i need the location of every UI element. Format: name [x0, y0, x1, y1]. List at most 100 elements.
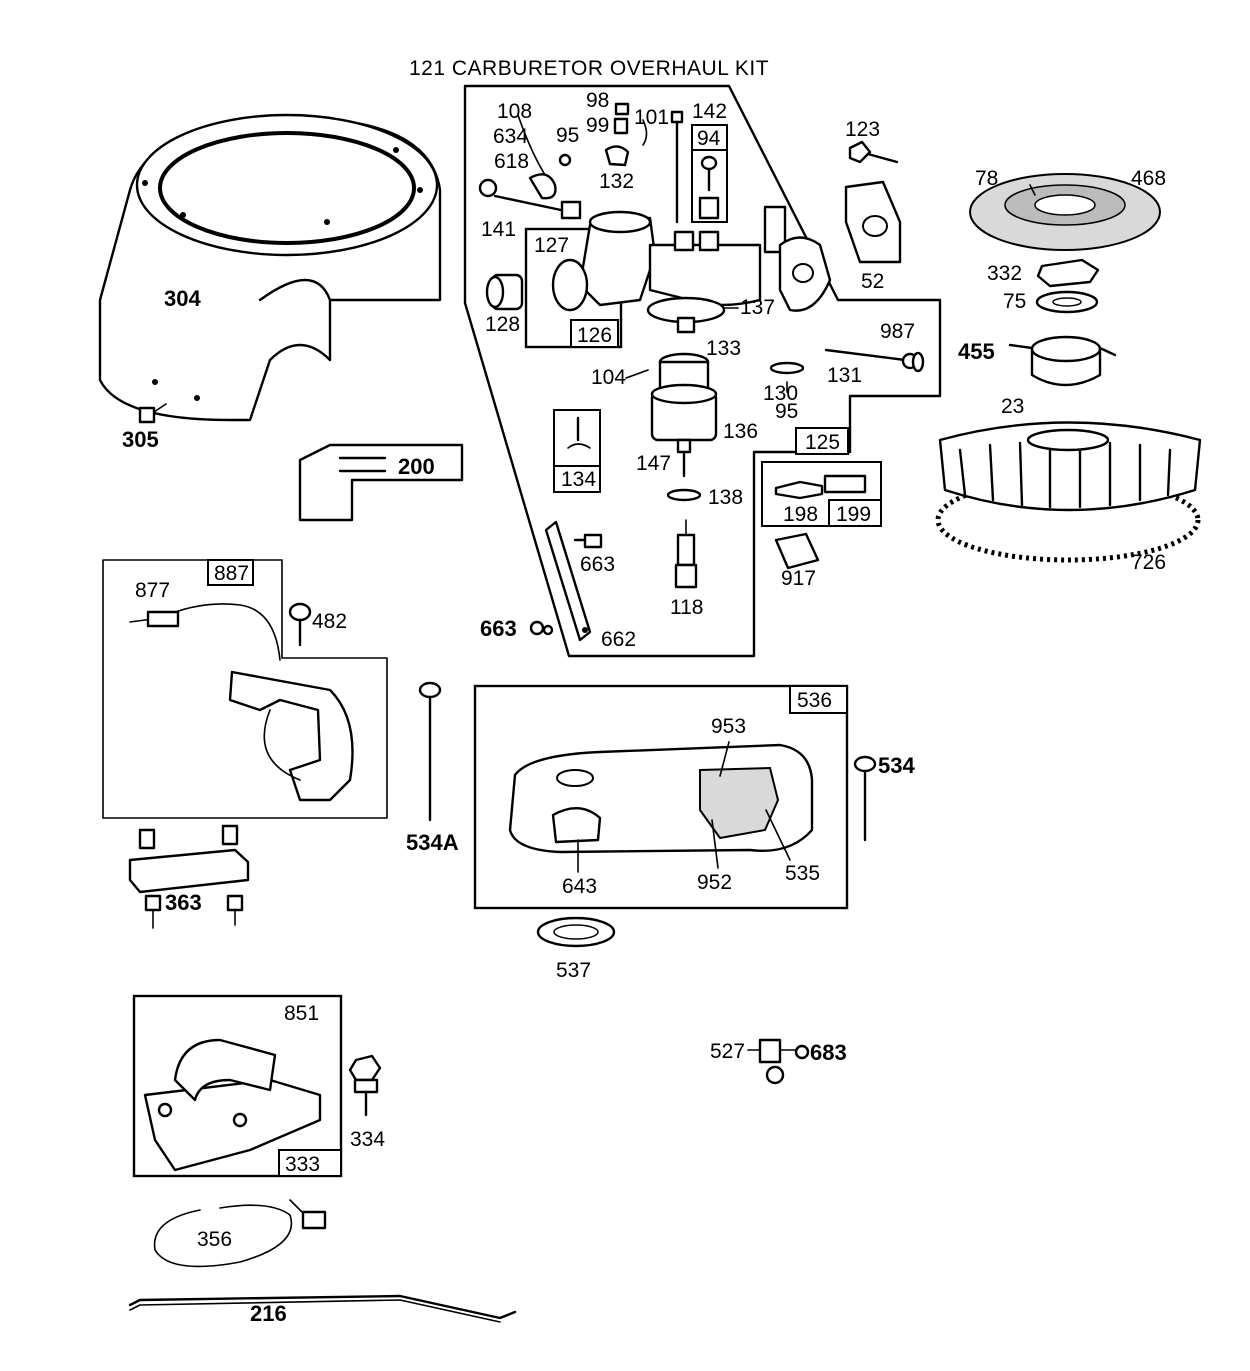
label-662: 662	[601, 628, 636, 651]
label-130: 130	[763, 382, 798, 405]
box-134	[553, 465, 601, 493]
box-126	[570, 319, 619, 348]
part-128-sleeve	[485, 273, 524, 311]
part-917-clip	[774, 532, 820, 570]
label-537: 537	[556, 959, 591, 982]
label-95-a: 95	[556, 124, 579, 147]
label-536: 536	[797, 689, 832, 712]
label-304: 304	[164, 286, 201, 311]
part-662-bracket	[529, 520, 603, 642]
label-133: 133	[706, 337, 741, 360]
part-363-bracket	[128, 824, 250, 929]
box-536	[789, 685, 848, 714]
label-23: 23	[1001, 395, 1024, 418]
diagram-title: 121 CARBURETOR OVERHAUL KIT	[409, 57, 769, 80]
label-305: 305	[122, 427, 159, 452]
label-125: 125	[805, 431, 840, 454]
label-333: 333	[285, 1153, 320, 1176]
label-334: 334	[350, 1128, 385, 1151]
part-536-muffler	[508, 743, 814, 854]
part-123-screw	[848, 140, 899, 164]
label-78: 78	[975, 167, 998, 190]
part-200-air-guide	[298, 443, 464, 522]
label-877: 877	[135, 579, 170, 602]
label-917: 917	[781, 567, 816, 590]
part-94-needle	[691, 149, 728, 223]
label-527: 527	[710, 1040, 745, 1063]
label-94: 94	[697, 127, 721, 150]
label-52: 52	[861, 270, 884, 293]
part-147-jet	[666, 438, 702, 502]
label-952: 952	[697, 871, 732, 894]
label-98: 98	[586, 89, 609, 112]
label-101: 101	[634, 106, 669, 129]
label-127: 127	[534, 234, 569, 257]
label-535: 535	[785, 862, 820, 885]
part-305-screw	[138, 403, 167, 424]
label-128: 128	[485, 313, 520, 336]
label-108: 108	[497, 100, 532, 123]
label-141: 141	[481, 218, 516, 241]
label-356: 356	[197, 1228, 232, 1251]
box-199	[828, 499, 882, 527]
part-482-screw	[288, 602, 312, 647]
part-356-wire	[153, 1199, 327, 1268]
part-23-flywheel	[935, 421, 1202, 563]
part-142-pipe	[670, 110, 684, 224]
label-663-a: 663	[580, 553, 615, 576]
label-643: 643	[562, 875, 597, 898]
label-726: 726	[1131, 551, 1166, 574]
part-537-gasket	[536, 916, 616, 948]
part-134-inlet-needle	[553, 409, 601, 467]
part-choke-shaft	[478, 114, 582, 220]
part-127-carburetor-body	[524, 205, 832, 349]
part-468-air-cleaner	[969, 173, 1161, 251]
part-877-armature	[129, 603, 354, 802]
box-536-outline	[473, 684, 849, 910]
label-663-b: 663	[480, 616, 517, 641]
label-455: 455	[958, 339, 995, 364]
label-363: 363	[165, 890, 202, 915]
label-118: 118	[670, 596, 703, 619]
part-332-nut	[1036, 258, 1100, 288]
label-75: 75	[1003, 290, 1026, 313]
label-468: 468	[1131, 167, 1166, 190]
label-216: 216	[250, 1301, 287, 1326]
label-534a: 534A	[406, 830, 459, 855]
box-333-outline	[132, 994, 343, 1178]
label-618: 618	[494, 150, 529, 173]
label-534: 534	[878, 753, 915, 778]
label-131: 131	[827, 364, 862, 387]
label-198: 198	[783, 503, 818, 526]
label-138: 138	[708, 486, 743, 509]
label-683: 683	[810, 1040, 847, 1065]
label-126: 126	[577, 324, 612, 347]
part-198-199-fittings	[761, 461, 882, 527]
box-125	[795, 427, 849, 455]
part-216-link	[128, 1294, 517, 1323]
label-104: 104	[591, 366, 626, 389]
part-130-131-shaft	[769, 348, 925, 393]
box-887-outline	[102, 559, 388, 819]
label-134: 134	[561, 468, 596, 491]
label-147: 147	[636, 452, 671, 475]
part-527-683-clamp	[747, 1038, 810, 1085]
label-95-b: 95	[775, 400, 798, 423]
label-332: 332	[987, 262, 1022, 285]
part-455-starter-cup	[1008, 335, 1117, 387]
box-333	[278, 1149, 342, 1177]
part-118-fuel-valve	[674, 519, 698, 589]
label-136: 136	[723, 420, 758, 443]
part-136-float-bowl	[625, 352, 718, 442]
label-137: 137	[740, 296, 775, 319]
label-851: 851	[284, 1002, 319, 1025]
label-482: 482	[312, 610, 347, 633]
part-534a-bolt	[418, 681, 442, 822]
part-needle-valve-group	[558, 102, 648, 167]
part-52-gasket	[844, 180, 902, 264]
part-75-washer	[1035, 290, 1099, 314]
label-887: 887	[214, 562, 249, 585]
part-851-bracket	[143, 1038, 322, 1172]
label-199: 199	[836, 503, 871, 526]
